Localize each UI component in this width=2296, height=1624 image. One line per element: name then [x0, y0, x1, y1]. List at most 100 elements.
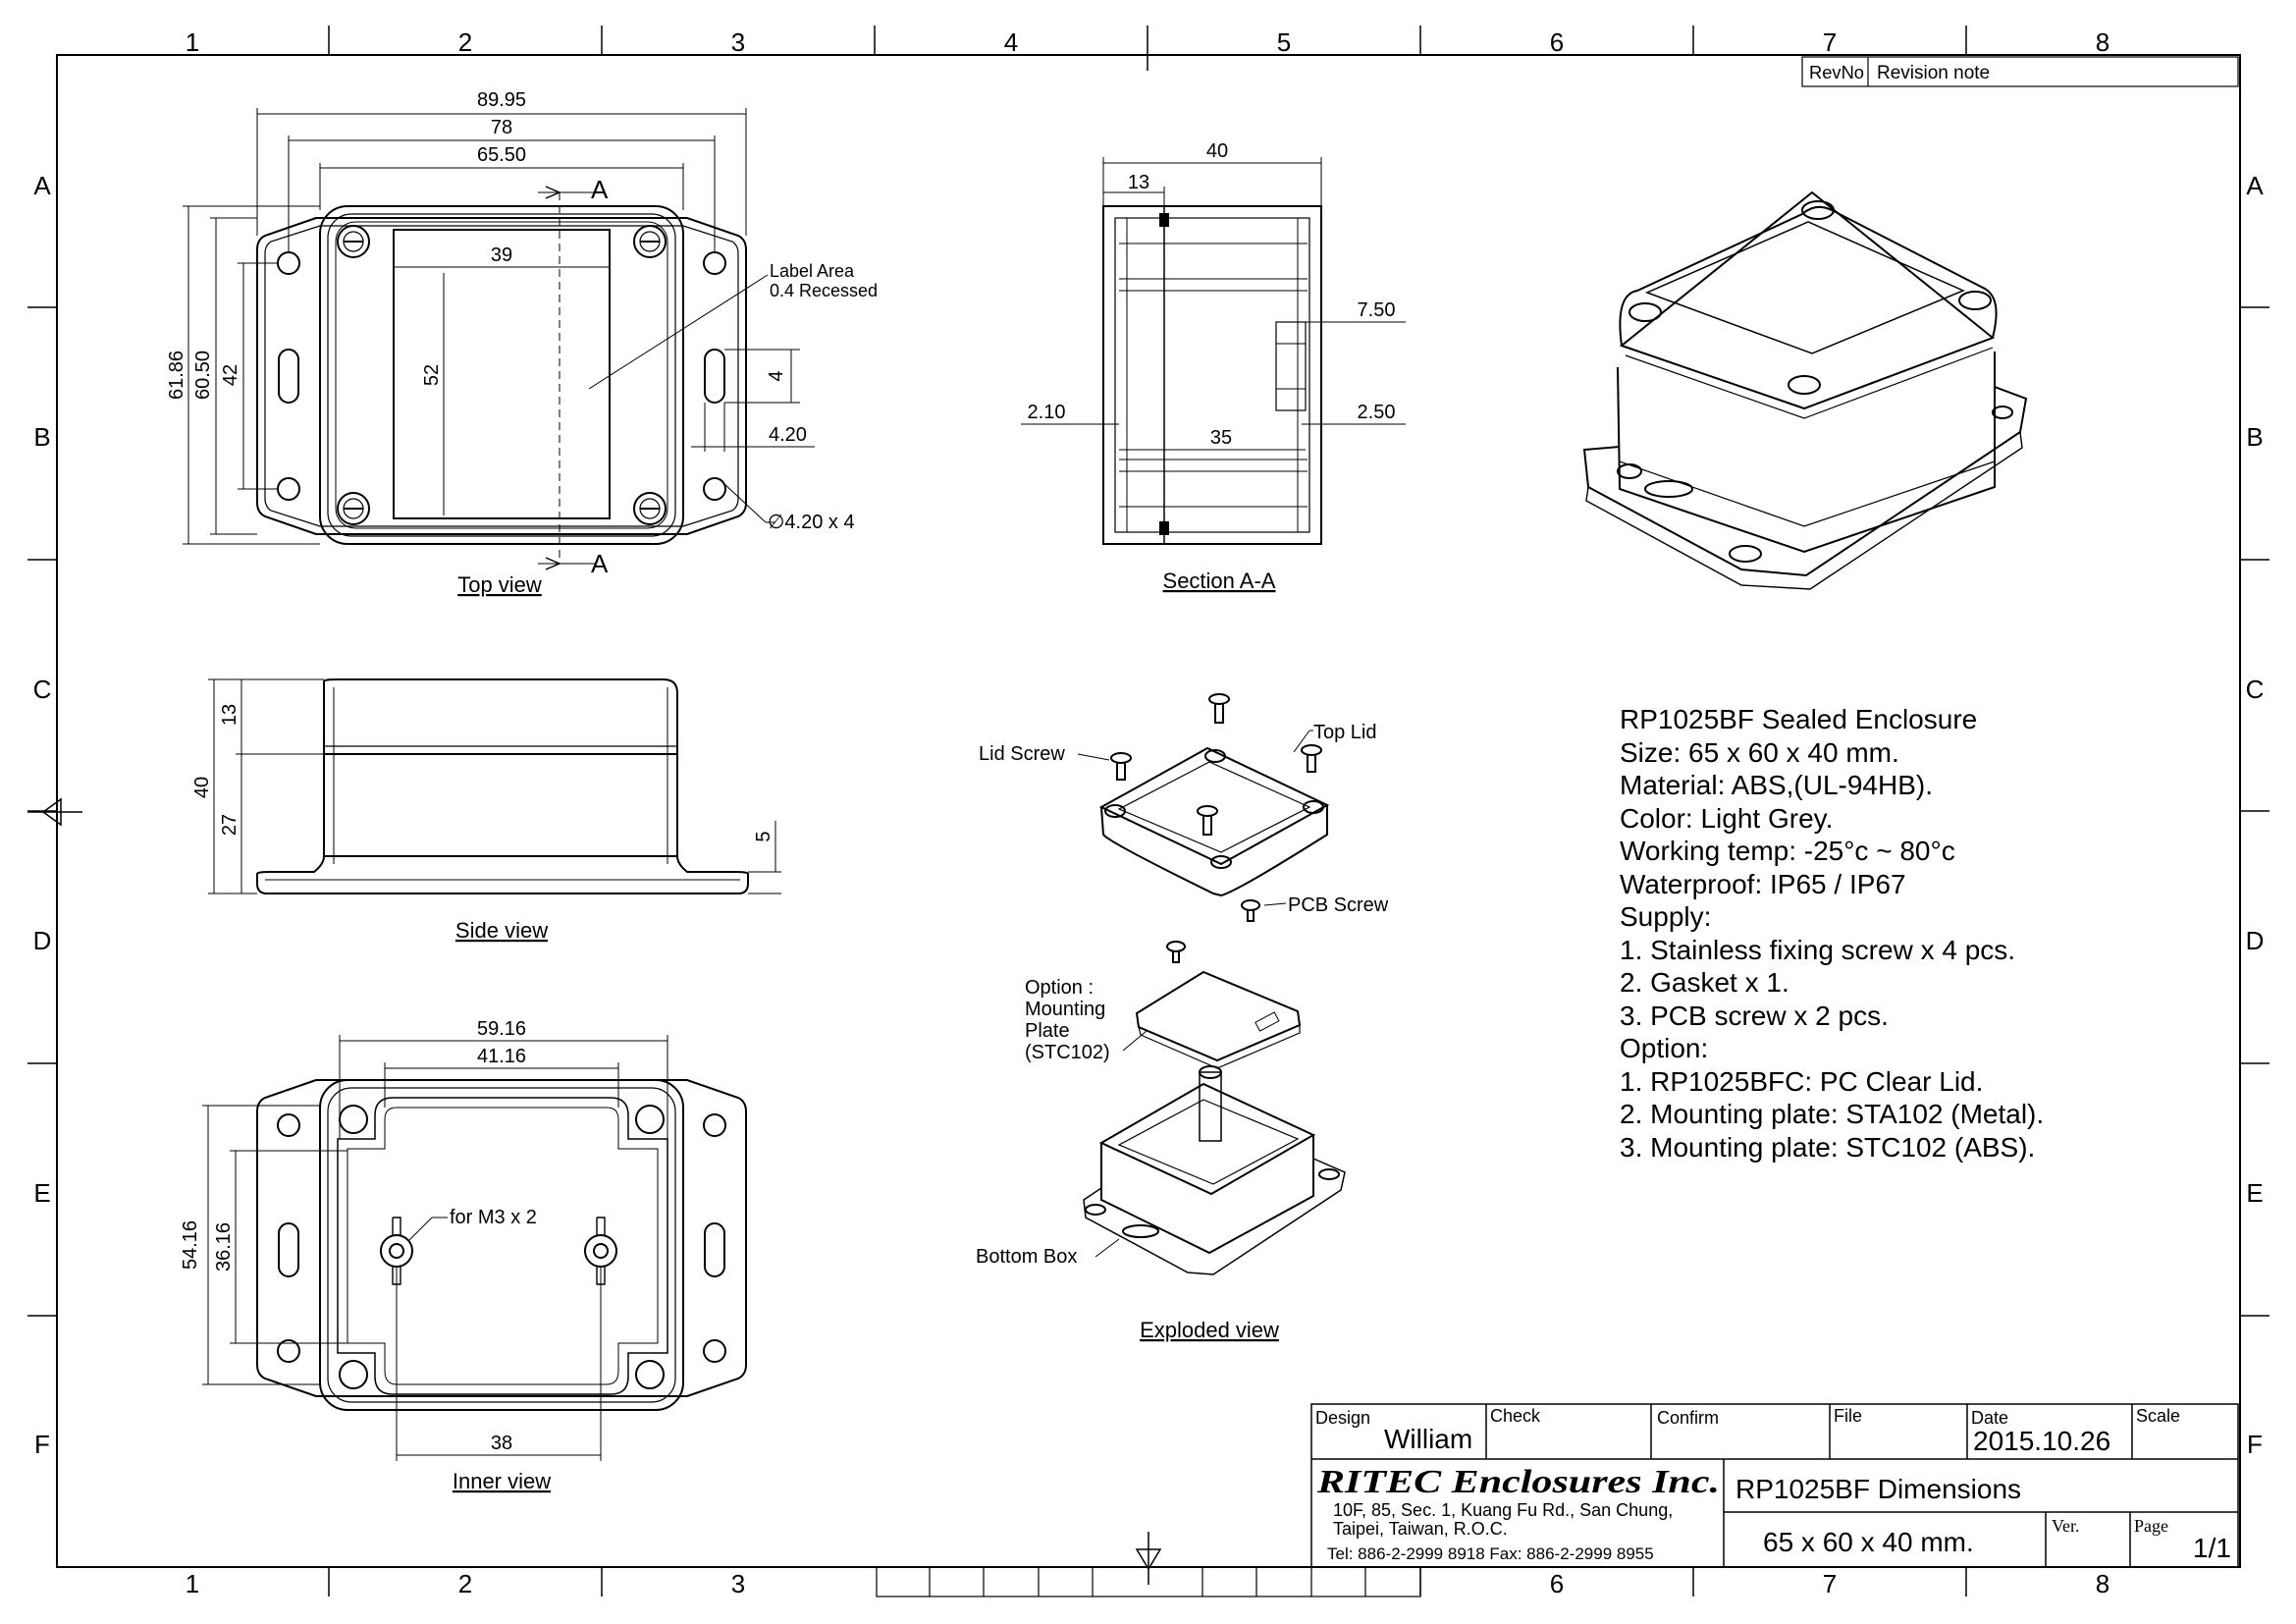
page-value: 1/1: [2193, 1533, 2231, 1563]
label-mounting: Mounting: [1025, 999, 1105, 1020]
col-label: 3: [731, 27, 745, 57]
exploded-view-title: Exploded view: [1140, 1318, 1279, 1342]
side-view-labels: 40 13 27 5 Side view: [191, 704, 774, 943]
section-view-drawing: [1102, 205, 1322, 545]
spec-line: Material: ABS,(UL-94HB).: [1620, 770, 1933, 800]
label-area-note: Label Area: [770, 261, 855, 281]
inner-view-drawing: [256, 1079, 747, 1411]
spec-line: Color: Light Grey.: [1620, 802, 1834, 834]
lid-screw-mark: [337, 492, 370, 525]
inner-view-title: Inner view: [453, 1469, 551, 1493]
dim-60-50: 60.50: [192, 351, 214, 400]
dim-42: 42: [220, 364, 241, 386]
dim-40-side: 40: [191, 777, 213, 798]
exploded-screw: [1241, 899, 1260, 922]
label-option: Option :: [1025, 977, 1094, 999]
dim-2-50: 2.50: [1358, 402, 1396, 423]
section-view-title: Section A-A: [1163, 568, 1276, 593]
label-plate: Plate: [1025, 1020, 1070, 1042]
revision-no-header: RevNo: [1809, 63, 1864, 82]
col-label: 6: [1550, 27, 1564, 57]
row-label: C: [2246, 675, 2265, 704]
revision-note-header: Revision note: [1877, 63, 1990, 83]
col-label: 5: [1277, 27, 1291, 57]
spec-line: 1. Stainless fixing screw x 4 pcs.: [1620, 934, 2016, 965]
spec-line: RP1025BF Sealed Enclosure: [1620, 704, 1978, 734]
dim-38: 38: [491, 1433, 512, 1454]
label-pcb-screw: PCB Screw: [1288, 894, 1389, 916]
lid-screw-mark: [633, 492, 667, 525]
center-mark-bottom: [1135, 1532, 1162, 1585]
title-block-frame: [1310, 1403, 2239, 1568]
row-label: E: [33, 1178, 50, 1208]
row-label: F: [34, 1430, 50, 1459]
inner-view-dimensions: [202, 1035, 668, 1461]
dim-5-side: 5: [753, 831, 774, 841]
section-view-labels: 40 13 7.50 2.10 2.50 35 Section A-A: [1028, 140, 1396, 593]
spec-line: Size: 65 x 60 x 40 mm.: [1620, 736, 1899, 768]
exploded-screw: [1208, 693, 1230, 724]
dim-61-86: 61.86: [166, 351, 187, 400]
exploded-screw: [1301, 744, 1322, 773]
dim-36-16: 36.16: [213, 1222, 235, 1272]
dim-hole-dia: ∅4.20 x 4: [768, 512, 855, 533]
dim-39: 39: [491, 244, 512, 266]
col-label: 8: [2096, 1569, 2109, 1598]
top-view-labels: 89.95 78 65.50 39 52 61.86 60.50 42 4 4.…: [166, 89, 878, 597]
company-tel-fax: Tel: 886-2-2999 8918 Fax: 886-2-2999 895…: [1327, 1544, 1654, 1563]
drawing-title: RP1025BF Dimensions: [1735, 1474, 2021, 1504]
title-block-text: Design William Check Confirm File Date 2…: [1315, 1406, 2231, 1563]
row-label: B: [2246, 422, 2263, 452]
company-address-1: 10F, 85, Sec. 1, Kuang Fu Rd., San Chung…: [1333, 1500, 1673, 1520]
label-lid-screw: Lid Screw: [979, 743, 1065, 765]
dim-7-50: 7.50: [1358, 299, 1396, 321]
top-view-drawing: [256, 192, 747, 564]
section-view-dimensions: [1021, 157, 1406, 451]
exploded-screw: [1110, 752, 1132, 781]
section-mark-bottom: A: [591, 549, 609, 578]
spec-line: Waterproof: IP65 / IP67: [1620, 868, 1906, 899]
side-view-title: Side view: [455, 918, 548, 943]
dim-2-10: 2.10: [1028, 402, 1066, 423]
exploded-view-labels: Lid Screw Top Lid PCB Screw Option : Mou…: [976, 722, 1389, 1342]
bottom-scale-bar: [876, 1566, 1421, 1597]
label-area-note-2: 0.4 Recessed: [770, 281, 878, 300]
side-view-dimensions: [208, 678, 781, 894]
row-label: B: [33, 422, 50, 452]
row-label: A: [33, 171, 51, 200]
col-label: 8: [2096, 27, 2109, 57]
label-top-lid: Top Lid: [1313, 722, 1377, 743]
dim-13-side: 13: [219, 704, 240, 726]
top-view-dimensions: [183, 108, 815, 570]
row-label: F: [2247, 1430, 2263, 1459]
confirm-label: Confirm: [1657, 1408, 1719, 1428]
dim-41-16: 41.16: [477, 1046, 526, 1067]
dim-59-16: 59.16: [477, 1018, 526, 1040]
exploded-view-drawing: [1083, 693, 1346, 1275]
row-label: C: [33, 675, 52, 704]
dim-65-50: 65.50: [477, 144, 526, 166]
revision-table: RevNo Revision note: [1801, 56, 2239, 87]
col-label: 2: [458, 1569, 472, 1598]
spec-line: 2. Mounting plate: STA102 (Metal).: [1620, 1099, 2045, 1129]
dim-4: 4: [766, 370, 787, 381]
isometric-view: [1582, 190, 2028, 590]
side-view-drawing: [256, 678, 749, 894]
row-label: E: [2246, 1178, 2263, 1208]
dim-89-95: 89.95: [477, 89, 526, 111]
dim-54-16: 54.16: [180, 1220, 201, 1270]
label-bottom-box: Bottom Box: [976, 1246, 1077, 1268]
col-label: 2: [458, 27, 472, 57]
spec-line: 1. RP1025BFC: PC Clear Lid.: [1620, 1065, 1984, 1097]
exploded-screw: [1166, 941, 1186, 963]
section-mark-top: A: [591, 175, 609, 204]
date-value: 2015.10.26: [1973, 1426, 2110, 1456]
company-name: RITEC Enclosures Inc.: [1316, 1464, 1720, 1500]
spec-line: Working temp: -25°c ~ 80°c: [1620, 836, 1955, 866]
dim-27-side: 27: [219, 814, 240, 836]
spec-line: Supply:: [1620, 901, 1712, 932]
spec-line: 2. Gasket x 1.: [1620, 967, 1789, 998]
lid-screw-mark: [337, 225, 370, 258]
row-label: D: [33, 926, 52, 955]
exploded-view-leaders: [1077, 730, 1313, 1258]
